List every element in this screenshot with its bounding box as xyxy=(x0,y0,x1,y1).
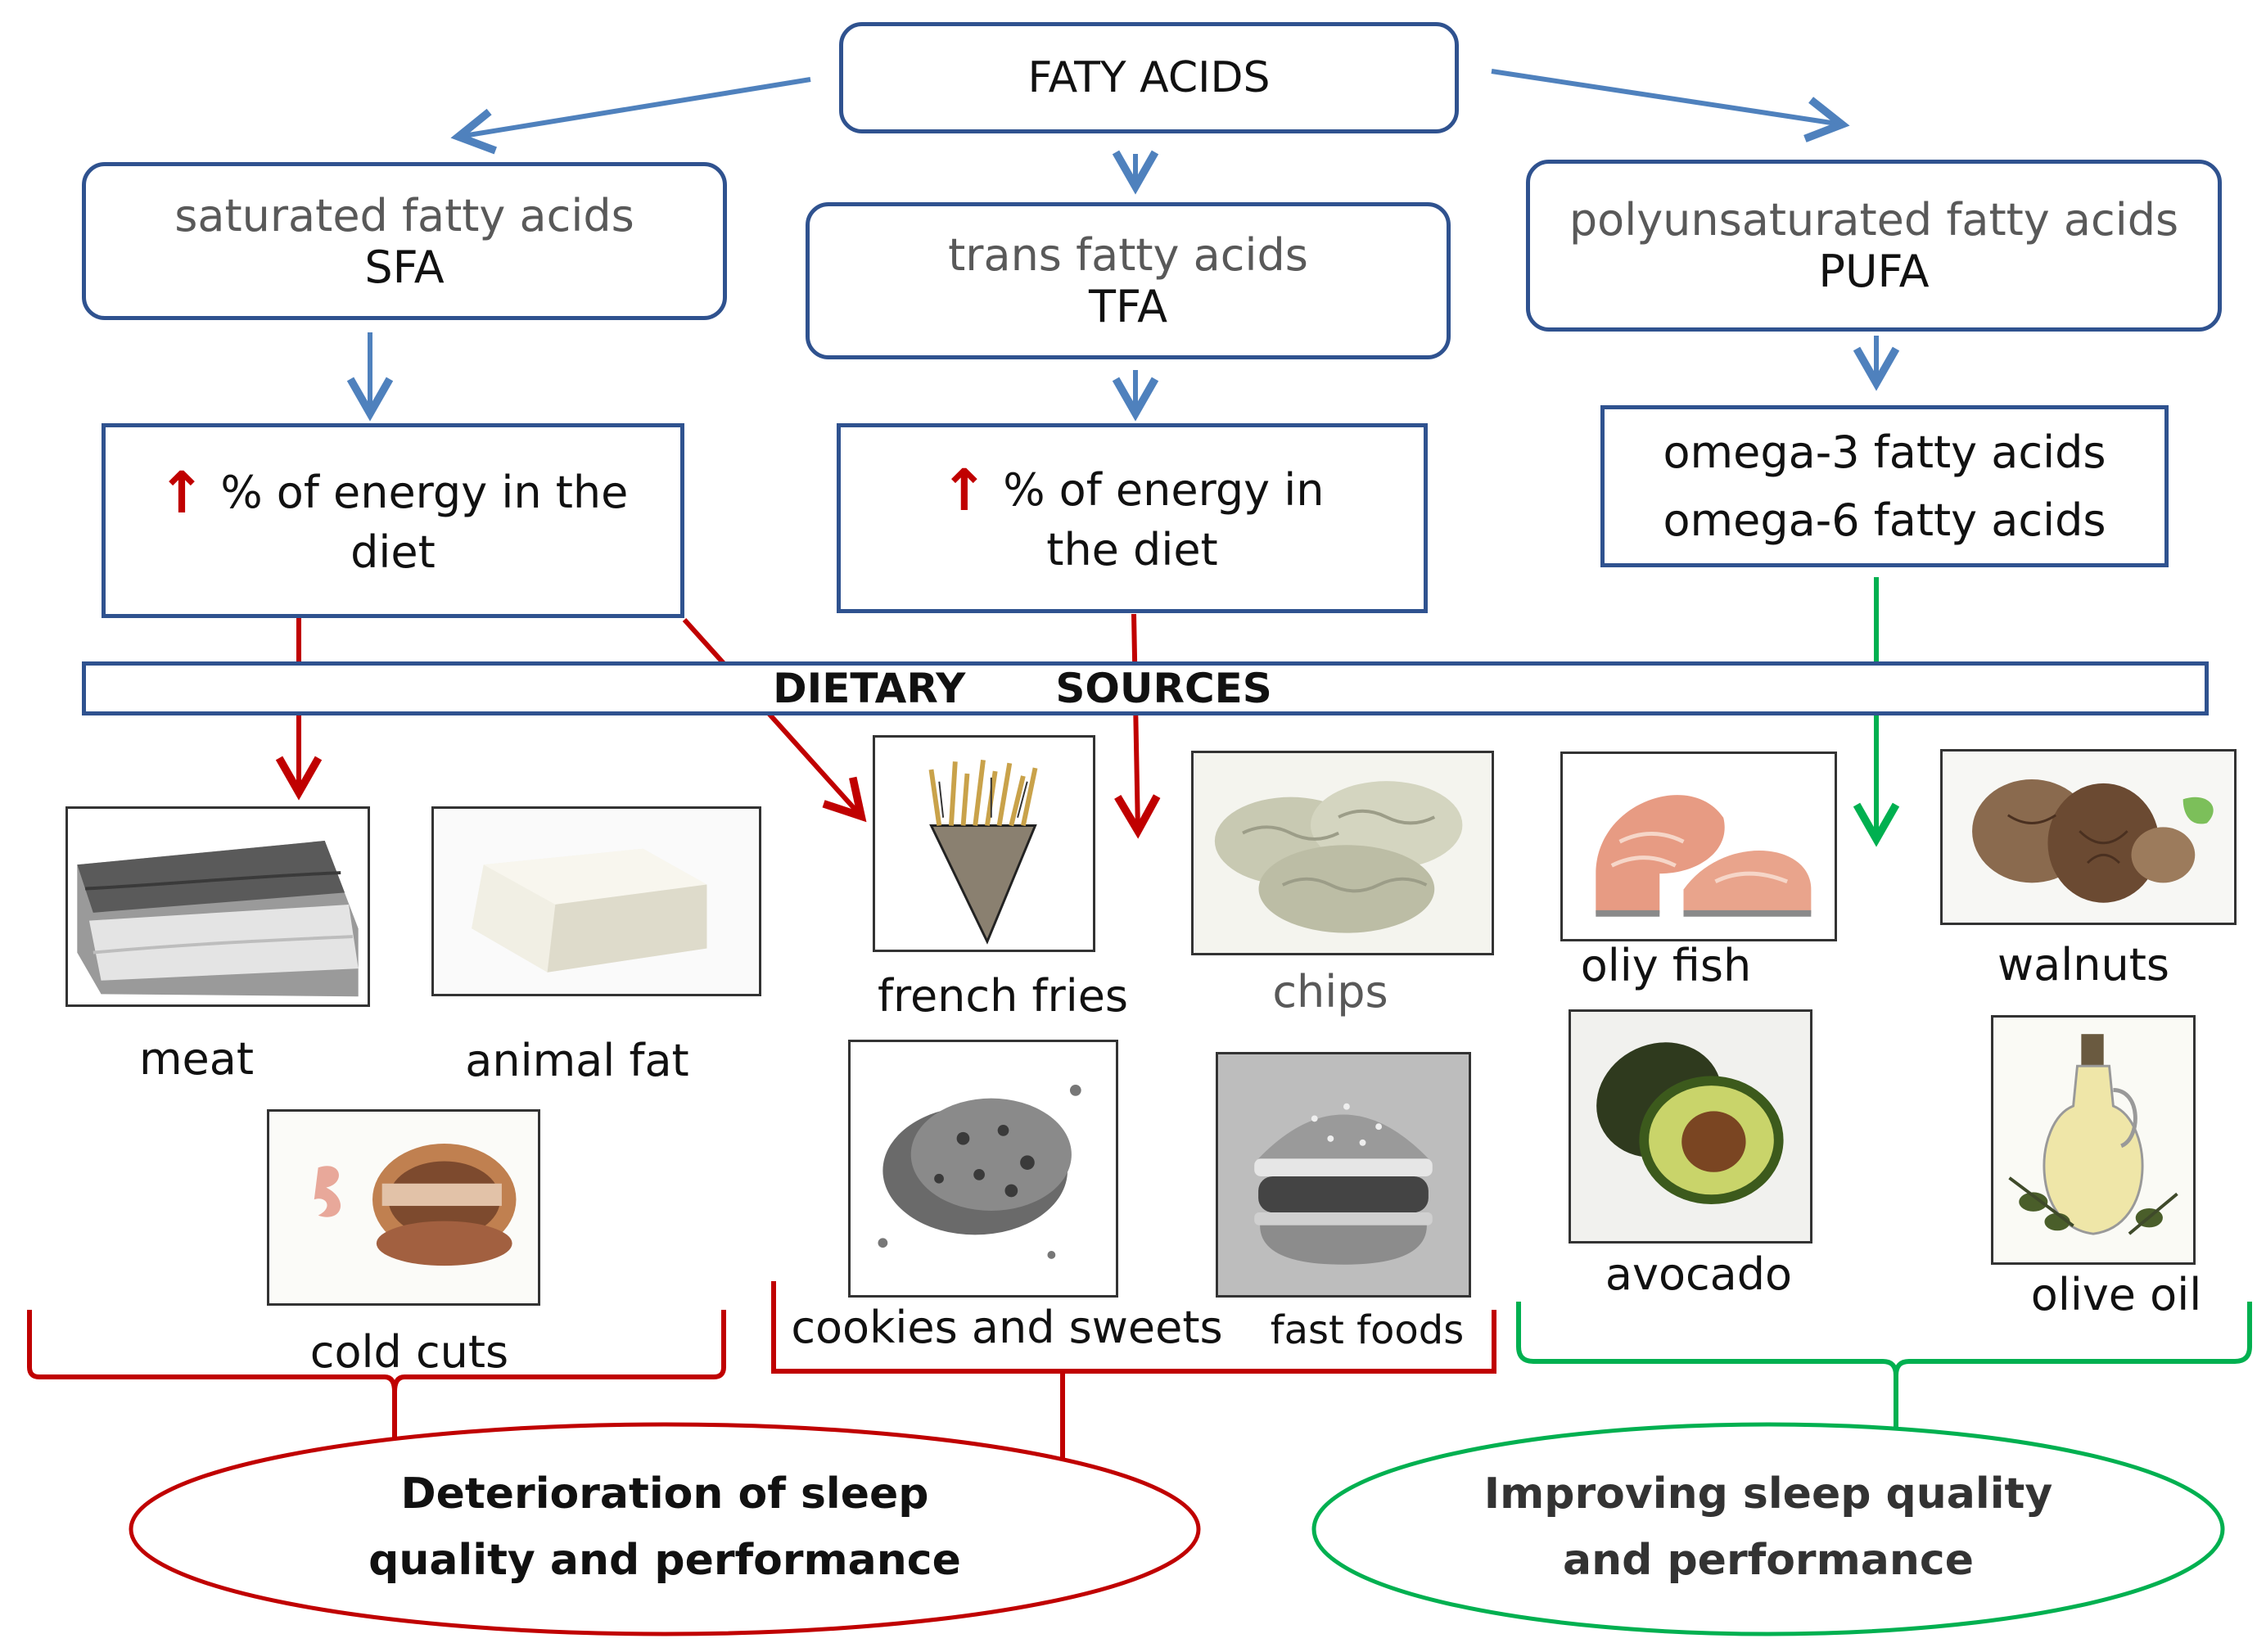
french-fries-image xyxy=(873,735,1095,952)
walnuts-label: walnuts xyxy=(1997,939,2169,991)
omega-3-label: omega-3 fatty acids xyxy=(1663,426,2106,478)
negative-outcome-line2: quality and performance xyxy=(368,1535,961,1585)
tfa-node: trans fatty acids TFA xyxy=(806,202,1451,359)
oval-positive xyxy=(1311,1422,2225,1636)
increase-arrow-icon: ↑ xyxy=(157,458,206,526)
omega-6-label: omega-6 fatty acids xyxy=(1663,494,2106,547)
cold-cuts-label: cold cuts xyxy=(309,1326,509,1378)
avocado-image xyxy=(1569,1009,1812,1244)
root-label: FATY ACIDS xyxy=(1027,53,1271,102)
tfa-energy-text1: % of energy in xyxy=(1003,464,1325,516)
fast-foods-image xyxy=(1216,1052,1471,1298)
oily-fish-label: oliy fish xyxy=(1580,940,1752,991)
sfa-energy-text1: % of energy in the xyxy=(220,467,629,518)
animal-fat-image xyxy=(431,806,761,996)
cookie-icon xyxy=(851,1042,1116,1295)
meat-label: meat xyxy=(138,1033,255,1085)
pufa-name: polyunsaturated fatty acids xyxy=(1569,194,2179,246)
arrow-root-to-pufa xyxy=(1491,69,1850,142)
avocado-icon xyxy=(1571,1012,1810,1241)
walnuts-image xyxy=(1940,749,2237,925)
sfa-energy-line1: ↑ % of energy in the xyxy=(158,464,629,521)
tfa-energy-text2: the diet xyxy=(1046,523,1218,575)
salmon-icon xyxy=(1564,754,1834,939)
positive-outcome-text: Improving sleep quality and performance xyxy=(1441,1461,2096,1593)
oily-fish-image xyxy=(1560,752,1837,941)
pufa-node: polyunsaturated fatty acids PUFA xyxy=(1526,160,2222,332)
dietary-sources-bar: DIETARY SOURCES xyxy=(82,661,2209,715)
animal-fat-label: animal fat xyxy=(465,1035,689,1086)
olive-oil-image xyxy=(1991,1015,2196,1265)
sfa-node: saturated fatty acids SFA xyxy=(82,162,727,320)
cookies-image xyxy=(848,1040,1118,1298)
omega-box: omega-3 fatty acids omega-6 fatty acids xyxy=(1600,405,2169,567)
pufa-abbr: PUFA xyxy=(1818,246,1930,297)
walnut-icon xyxy=(1944,752,2232,923)
olive-oil-label: olive oil xyxy=(2030,1269,2202,1320)
meat-image xyxy=(65,806,370,1007)
tfa-energy-box: ↑ % of energy in the diet xyxy=(837,423,1428,613)
olive-oil-bottle-icon xyxy=(1993,1018,2193,1262)
increase-arrow-icon: ↑ xyxy=(940,456,989,524)
french-fries-label: french fries xyxy=(877,970,1129,1022)
tfa-energy-line1: ↑ % of energy in xyxy=(941,462,1325,519)
meat-icon xyxy=(77,841,359,997)
chips-label: chips xyxy=(1272,966,1388,1018)
sfa-name: saturated fatty acids xyxy=(174,189,634,241)
arrow-root-to-sfa xyxy=(450,77,811,155)
avocado-label: avocado xyxy=(1605,1248,1793,1300)
burger-icon xyxy=(1218,1054,1469,1295)
positive-outcome-line2: and performance xyxy=(1563,1535,1974,1585)
sfa-energy-text2: diet xyxy=(350,526,436,578)
oval-negative xyxy=(129,1422,1201,1636)
arrow-sfa-to-fries xyxy=(682,617,867,823)
positive-outcome-line1: Improving sleep quality xyxy=(1483,1469,2053,1519)
sfa-energy-box: ↑ % of energy in the diet xyxy=(102,423,684,618)
arrow-tfa-to-foods xyxy=(1114,613,1161,839)
sausage-icon xyxy=(270,1112,537,1303)
sfa-abbr: SFA xyxy=(364,241,445,293)
butter-icon xyxy=(436,809,757,994)
fast-foods-label: fast foods xyxy=(1270,1307,1465,1353)
sources-word: SOURCES xyxy=(1055,665,1272,712)
chips-icon xyxy=(1194,753,1491,953)
fries-icon xyxy=(928,760,1038,945)
bracket-tfa xyxy=(771,1281,1496,1374)
negative-outcome-line1: Deterioration of sleep xyxy=(400,1469,929,1519)
chips-image xyxy=(1191,751,1494,955)
dietary-word: DIETARY xyxy=(773,665,966,712)
tfa-abbr: TFA xyxy=(1088,281,1168,332)
negative-outcome-text: Deterioration of sleep quality and perfo… xyxy=(337,1461,992,1593)
tfa-name: trans fatty acids xyxy=(948,229,1308,281)
cookies-label: cookies and sweets xyxy=(791,1302,1223,1353)
root-node: FATY ACIDS xyxy=(839,22,1459,133)
cold-cuts-image xyxy=(267,1109,540,1306)
